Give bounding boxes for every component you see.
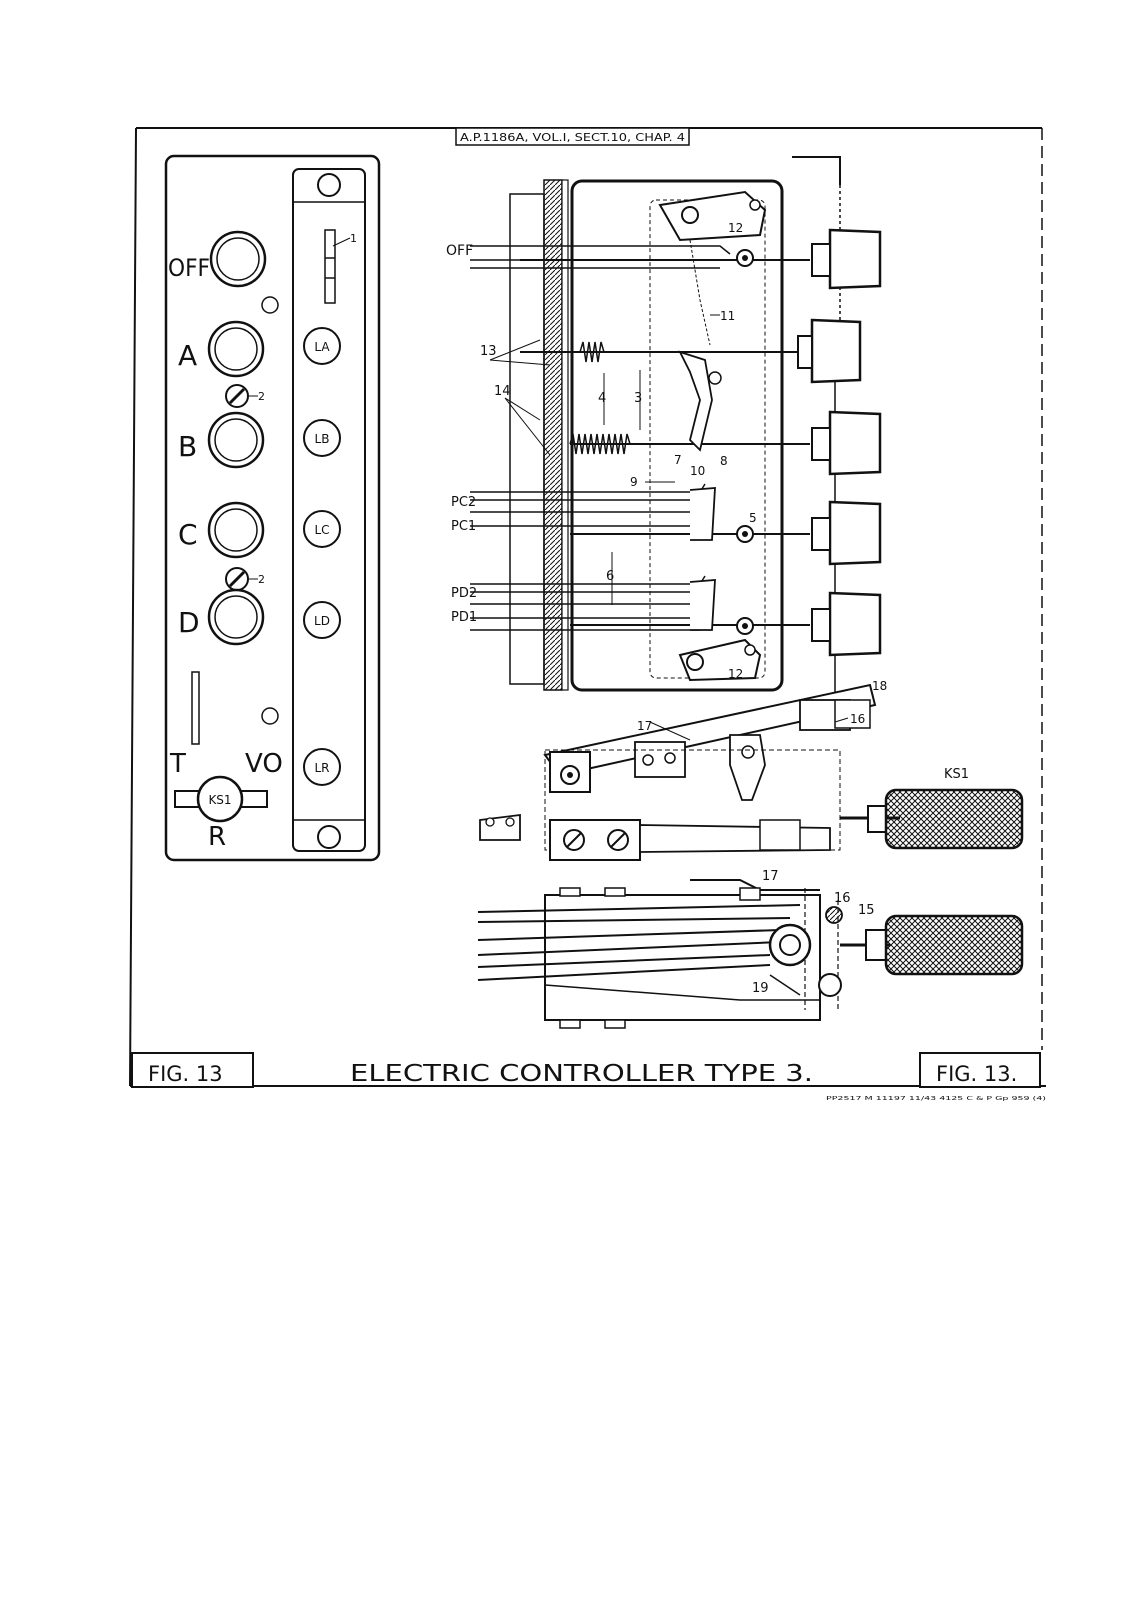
callout-17-plan: 17 (762, 869, 779, 884)
callout-8: 8 (720, 454, 728, 468)
callout-1: 1 (350, 232, 357, 245)
fig-label-right: FIG. 13. (936, 1062, 1017, 1086)
lamp-la-label: LA (314, 340, 330, 354)
panel-lamp-small-lower (261, 707, 279, 725)
ks1-handle-side[interactable] (840, 788, 1024, 850)
callout-18: 18 (872, 679, 887, 693)
lamp-lr-label: LR (314, 761, 329, 775)
reference-text: A.P.1186A, VOL.I, SECT.10, CHAP. 4 (460, 132, 685, 144)
plunger-b[interactable] (570, 410, 882, 476)
ks1-switch[interactable]: KS1 (174, 775, 268, 823)
a-button[interactable] (207, 320, 265, 378)
panel-lamp-small-upper (261, 296, 279, 314)
print-code: PP2517 M 11197 11/43 4125 C & P Gp 959 (… (826, 1096, 1046, 1102)
lamp-ld-label: LD (314, 614, 330, 628)
ks1-lever-assembly[interactable] (543, 683, 877, 801)
pd-latch (689, 579, 716, 631)
label-vo: VO (245, 749, 283, 779)
callout-4: 4 (598, 391, 606, 406)
latch-lever-upper (658, 190, 767, 267)
trip-spring (689, 239, 711, 346)
callout-11: 11 (720, 309, 735, 323)
callout-3: 3 (634, 391, 642, 406)
screw-hole-bottom (317, 825, 341, 849)
callout-15-plan: 15 (858, 903, 875, 918)
side-label-pc1: PC1 (451, 519, 476, 534)
callout-2-upper: 2 (258, 390, 265, 403)
callout-7: 7 (674, 453, 682, 467)
callout-16-plan: 16 (834, 891, 851, 906)
caption-bar: FIG. 13 ELECTRIC CONTROLLER TYPE 3. FIG.… (129, 1051, 1046, 1102)
label-r: R (208, 822, 226, 852)
plan-view: 17 16 15 19 (477, 869, 1024, 1029)
lamp-ld (303, 601, 341, 639)
lamp-lc (303, 510, 341, 548)
front-panel: 1 OFF A 2 B C 2 D LA LB LC LD (164, 154, 381, 862)
callout-19-plan: 19 (752, 981, 769, 996)
side-section-view: OFF PC2 PC1 PD2 PD1 13 14 4 3 11 12 12 7… (446, 156, 1024, 861)
return-spring-lower (569, 433, 631, 455)
side-label-pd1: PD1 (451, 610, 477, 625)
side-label-pd2: PD2 (451, 586, 477, 601)
off-button[interactable] (209, 230, 267, 288)
callout-17-side: 17 (637, 719, 652, 733)
side-label-ks1: KS1 (944, 767, 969, 782)
fig-label-left: FIG. 13 (148, 1062, 223, 1086)
screw-hole-top (317, 173, 341, 197)
base-bracket (544, 749, 841, 851)
callout-6: 6 (606, 569, 614, 584)
callout-12-upper: 12 (728, 221, 743, 235)
callout-13: 13 (480, 344, 497, 359)
terminal-block (509, 193, 545, 685)
lamp-lr (303, 748, 341, 786)
lamp-lc-label: LC (314, 523, 329, 537)
label-c: C (178, 518, 198, 551)
side-label-off: OFF (446, 243, 473, 259)
key-slot (191, 671, 200, 745)
lamp-la (303, 327, 341, 365)
callout-5: 5 (749, 511, 757, 525)
d-button[interactable] (207, 588, 265, 646)
plan-wires (477, 904, 801, 981)
side-label-pc2: PC2 (451, 495, 476, 510)
ks1-handle-plan[interactable] (840, 914, 1024, 976)
trip-lever (678, 350, 713, 452)
callout-14: 14 (494, 384, 511, 399)
pc-latch (689, 487, 716, 541)
return-spring-4 (579, 341, 605, 363)
ks1-label: KS1 (208, 793, 231, 807)
plunger-off[interactable] (520, 228, 882, 290)
lamp-lb-label: LB (315, 432, 330, 446)
c-button[interactable] (207, 501, 265, 559)
latch-lever-lower (678, 617, 762, 682)
label-d: D (178, 606, 200, 639)
callout-16-side: 16 (850, 712, 865, 726)
plunger-a[interactable] (520, 318, 862, 384)
label-t: T (169, 749, 186, 779)
reference-box: A.P.1186A, VOL.I, SECT.10, CHAP. 4 (455, 127, 690, 146)
label-off: OFF (168, 254, 210, 282)
insulating-board (543, 179, 563, 691)
lamp-lb (303, 419, 341, 457)
callout-12-lower: 12 (728, 667, 743, 681)
plunger-c[interactable] (570, 500, 882, 566)
callout-10: 10 (690, 464, 705, 478)
label-b: B (178, 430, 197, 463)
callout-2-lower: 2 (258, 573, 265, 586)
label-a: A (178, 339, 197, 372)
callout-9: 9 (630, 475, 638, 489)
b-button[interactable] (207, 411, 265, 469)
caption-title: ELECTRIC CONTROLLER TYPE 3. (350, 1061, 813, 1087)
indicator-window (324, 229, 336, 304)
